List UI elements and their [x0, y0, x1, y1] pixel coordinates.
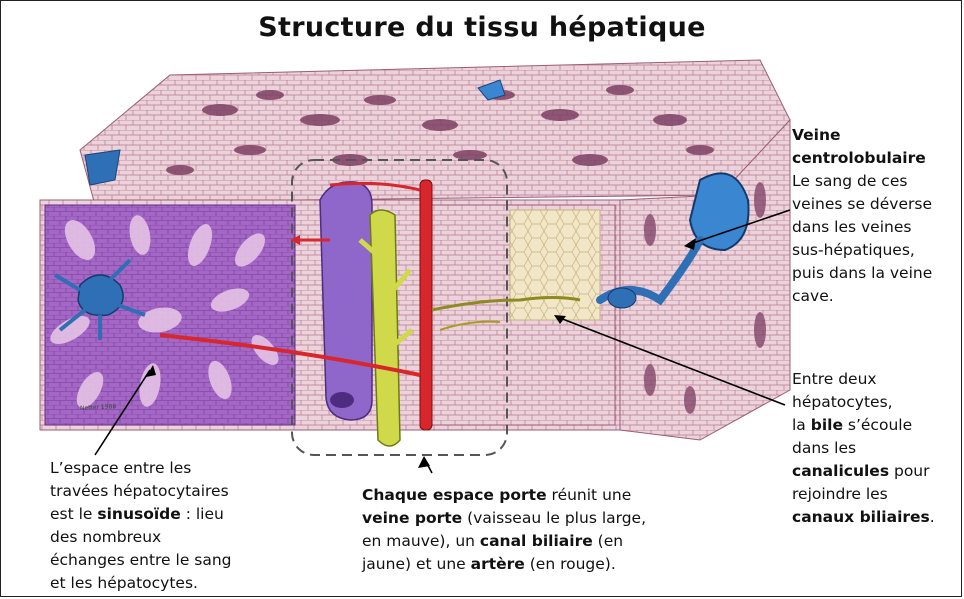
- text-span: (vaisseau le plus large,: [462, 509, 646, 527]
- text-span: pour: [889, 462, 929, 480]
- note-veine-line: puis dans la veine: [792, 262, 962, 285]
- bold-term: canaux biliaires: [792, 508, 930, 526]
- note-sinusoid: L’espace entre les travées hépatocytaire…: [50, 457, 300, 595]
- text-span: : lieu: [181, 505, 224, 523]
- text-span: jaune) et une: [362, 555, 471, 573]
- note-sinus-line: des nombreux: [50, 526, 300, 549]
- note-veine-line: sus-hépatiques,: [792, 239, 962, 262]
- note-bile: Entre deux hépatocytes, la bile s’écoule…: [792, 368, 962, 529]
- text-span: est le: [50, 505, 97, 523]
- note-bile-line: canaux biliaires.: [792, 506, 962, 529]
- bold-term: artère: [471, 555, 525, 573]
- bold-term: canal biliaire: [480, 532, 593, 550]
- hepatic-artery: [420, 180, 432, 430]
- text-span: en mauve), un: [362, 532, 480, 550]
- note-central-vein: Veine centrolobulaire Le sang de ces vei…: [792, 124, 962, 308]
- note-sinus-line: L’espace entre les: [50, 457, 300, 480]
- note-sinus-line: échanges entre le sang: [50, 549, 300, 572]
- note-bile-line: dans les: [792, 437, 962, 460]
- note-veine-line: Le sang de ces: [792, 170, 962, 193]
- text-span: (en: [593, 532, 623, 550]
- note-veine-heading-2: centrolobulaire: [792, 149, 926, 167]
- bold-term: veine porte: [362, 509, 462, 527]
- bold-term: Chaque espace porte: [362, 486, 547, 504]
- portal-vein: [320, 182, 372, 420]
- note-sinus-line: et les hépatocytes.: [50, 572, 300, 595]
- central-vein-front: [78, 275, 123, 315]
- page-title: Structure du tissu hépatique: [0, 12, 964, 43]
- note-bile-line: la bile s’écoule: [792, 414, 962, 437]
- bold-term: bile: [811, 416, 843, 434]
- note-bile-line: canalicules pour: [792, 460, 962, 483]
- bold-term: canalicules: [792, 462, 889, 480]
- canaliculi-network: [510, 210, 600, 320]
- text-span: (en rouge).: [525, 555, 616, 573]
- note-veine-heading-1: Veine: [792, 126, 841, 144]
- note-veine-line: cave.: [792, 285, 962, 308]
- note-sinus-line: travées hépatocytaires: [50, 480, 300, 503]
- block-top-face: [80, 60, 790, 205]
- note-veine-line: dans les veines: [792, 216, 962, 239]
- note-porte-line: Chaque espace porte réunit une: [362, 484, 722, 507]
- text-span: .: [930, 508, 935, 526]
- note-bile-line: hépatocytes,: [792, 391, 962, 414]
- top-vein-opening-left: [85, 150, 120, 185]
- note-sinus-line: est le sinusoïde : lieu: [50, 503, 300, 526]
- note-bile-line: rejoindre les: [792, 483, 962, 506]
- note-porte-line: veine porte (vaisseau le plus large,: [362, 507, 722, 530]
- text-span: réunit une: [547, 486, 632, 504]
- note-porte-line: jaune) et une artère (en rouge).: [362, 553, 722, 576]
- note-veine-line: veines se déverse: [792, 193, 962, 216]
- bold-term: sinusoïde: [97, 505, 180, 523]
- note-portal-space: Chaque espace porte réunit une veine por…: [362, 484, 722, 576]
- note-porte-line: en mauve), un canal biliaire (en: [362, 530, 722, 553]
- text-span: la: [792, 416, 811, 434]
- text-span: s’écoule: [843, 416, 912, 434]
- note-bile-line: Entre deux: [792, 368, 962, 391]
